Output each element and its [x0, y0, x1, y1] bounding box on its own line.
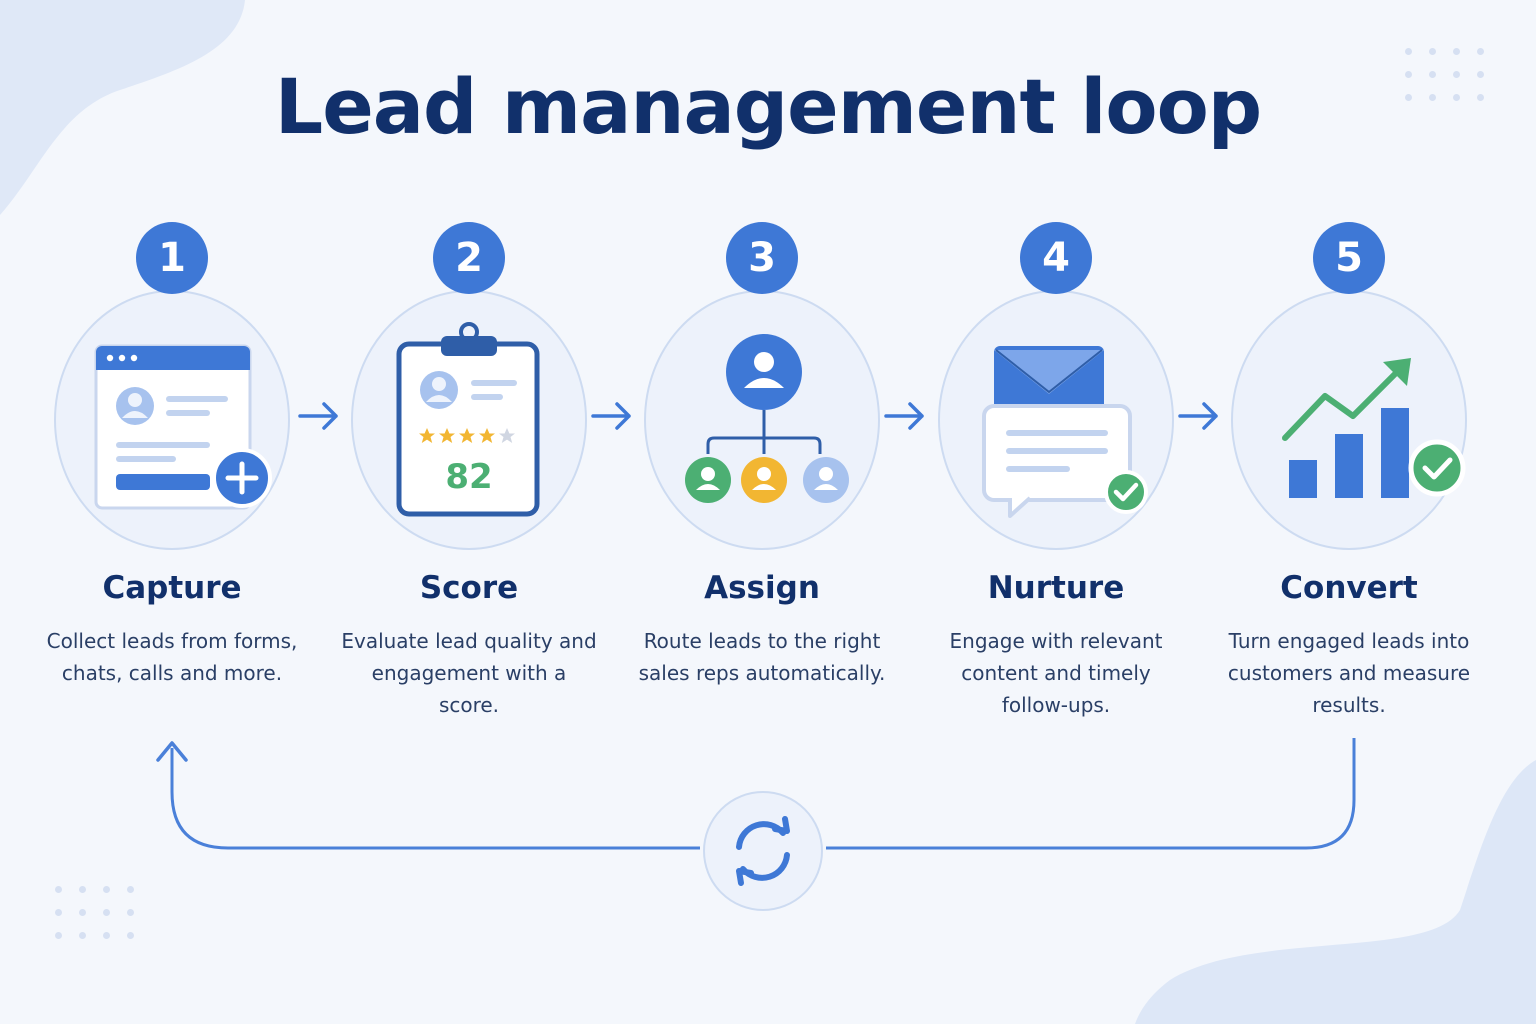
arrow-right-icon	[1178, 402, 1218, 430]
step-description: Engage with relevant content and timely …	[949, 629, 1163, 717]
step-title: Score	[419, 570, 519, 606]
step-description: Route leads to the right sales reps auto…	[638, 629, 886, 685]
step-number-badge: 1	[136, 222, 208, 294]
step-icon-circle	[1231, 290, 1467, 550]
step-title: Nurture	[987, 570, 1125, 606]
step-title: Assign	[704, 570, 820, 606]
lead-score-value: 82	[445, 457, 492, 497]
step-number-badge: 2	[433, 222, 505, 294]
step-description: Evaluate lead quality and engagement wit…	[341, 629, 597, 717]
org-chart-icon	[685, 334, 849, 503]
dot-grid-top-right	[1405, 48, 1485, 101]
step-score: 2 82 Score Eval	[319, 220, 619, 740]
page-title: Lead management loop	[274, 62, 1262, 151]
arrow-right-icon	[884, 402, 924, 430]
arrow-right-icon	[591, 402, 631, 430]
step-icon-circle	[938, 290, 1174, 550]
step-icon-circle: 82	[351, 290, 587, 550]
step-nurture: 4 Nurture Engage with relevant content a…	[906, 220, 1206, 740]
step-icon-circle	[54, 290, 290, 550]
web-form-plus-icon	[94, 344, 272, 510]
step-icon-circle	[644, 290, 880, 550]
refresh-cycle-icon	[736, 816, 790, 886]
growth-chart-icon	[1282, 358, 1466, 498]
rating-stars	[419, 428, 515, 443]
step-description: Turn engaged leads into customers and me…	[1227, 629, 1471, 717]
email-chat-icon	[982, 346, 1148, 518]
step-convert: 5 Convert Turn engaged leads into custom…	[1199, 220, 1499, 740]
corner-blob-bottom-right	[1135, 760, 1536, 1024]
step-number-badge: 4	[1020, 222, 1092, 294]
loop-cycle-badge	[703, 791, 823, 911]
step-title: Convert	[1280, 570, 1418, 606]
step-description: Collect leads from forms, chats, calls a…	[46, 629, 298, 685]
step-number-badge: 5	[1313, 222, 1385, 294]
step-number-badge: 3	[726, 222, 798, 294]
step-capture: 1 Capture Collect leads	[22, 220, 322, 740]
step-assign: 3 Assign Route leads to the right sales …	[612, 220, 912, 740]
step-title: Capture	[102, 570, 242, 606]
arrow-right-icon	[298, 402, 338, 430]
clipboard-score-icon: 82	[396, 322, 540, 517]
dot-grid-bottom-left	[55, 886, 135, 939]
corner-blob-top-left	[0, 0, 245, 215]
